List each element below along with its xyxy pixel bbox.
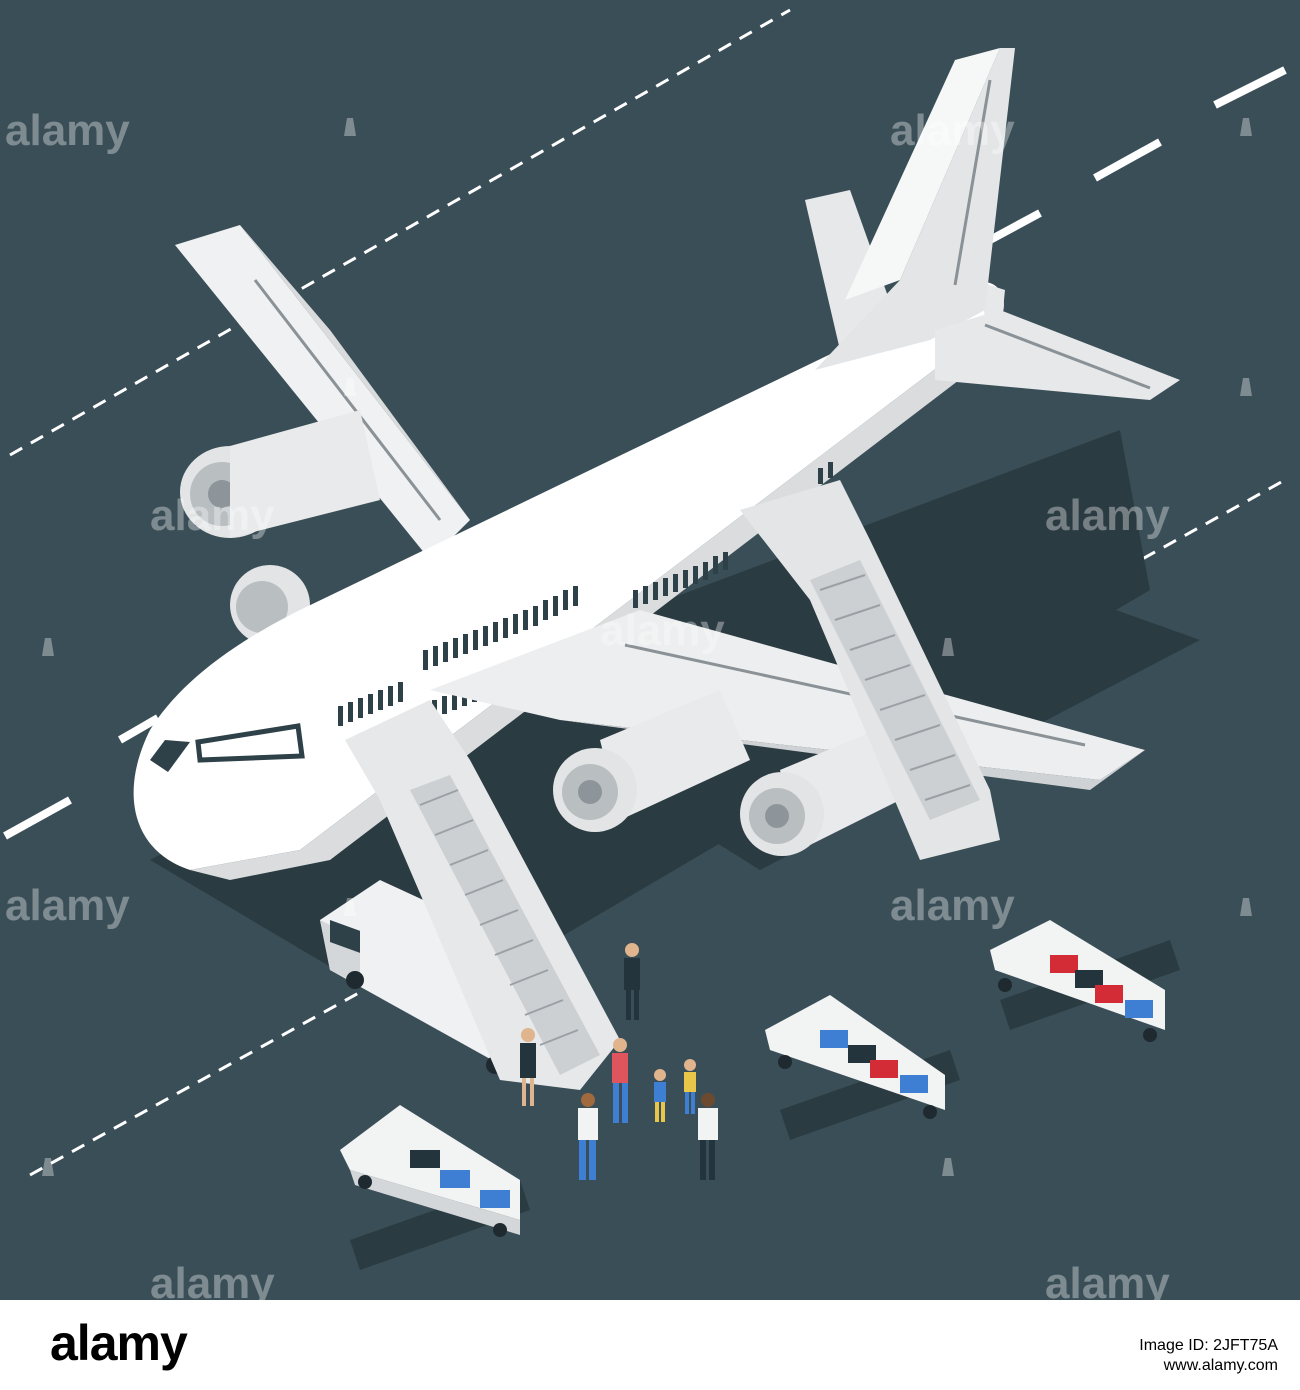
upper-deck-windows [423, 462, 833, 670]
watermark-text: alamy [600, 606, 725, 655]
watermark-text: alamy [890, 881, 1015, 930]
watermark-text: alamy [150, 491, 275, 540]
baggage-cart-middle [765, 995, 960, 1140]
far-wing [175, 225, 470, 560]
watermark-layer: alamy alamy alamy alamy alamy alamy alam… [5, 106, 1170, 1300]
watermark-text: alamy [5, 881, 130, 930]
watermark-text: alamy [1045, 491, 1170, 540]
watermark-text: alamy [1045, 1259, 1170, 1300]
watermark-text: alamy [890, 106, 1015, 155]
alamy-logo: alamy [50, 1315, 188, 1371]
watermark-text: alamy [150, 1259, 275, 1300]
cockpit-window [150, 723, 305, 772]
watermark-text: alamy [5, 106, 130, 155]
image-id-block: Image ID: 2JFT75A www.alamy.com [1139, 1336, 1278, 1376]
near-stabilizer [935, 310, 1180, 400]
baggage-cart-left [340, 1105, 530, 1270]
image-id: Image ID: 2JFT75A [1139, 1337, 1278, 1354]
rear-stairs-truck [740, 480, 1000, 860]
vertical-tail [815, 48, 1015, 370]
baggage-cart-right [990, 920, 1180, 1042]
stock-footer-bar: alamy Image ID: 2JFT75A www.alamy.com [0, 1300, 1300, 1390]
runway-markings [3, 8, 1287, 1177]
alamy-a-icon [42, 118, 1252, 1176]
front-stairs-truck [320, 700, 620, 1090]
site-url: www.alamy.com [1163, 1357, 1278, 1374]
people-group [520, 943, 718, 1180]
isometric-airport-illustration: alamy alamy alamy alamy alamy alamy alam… [0, 0, 1300, 1300]
